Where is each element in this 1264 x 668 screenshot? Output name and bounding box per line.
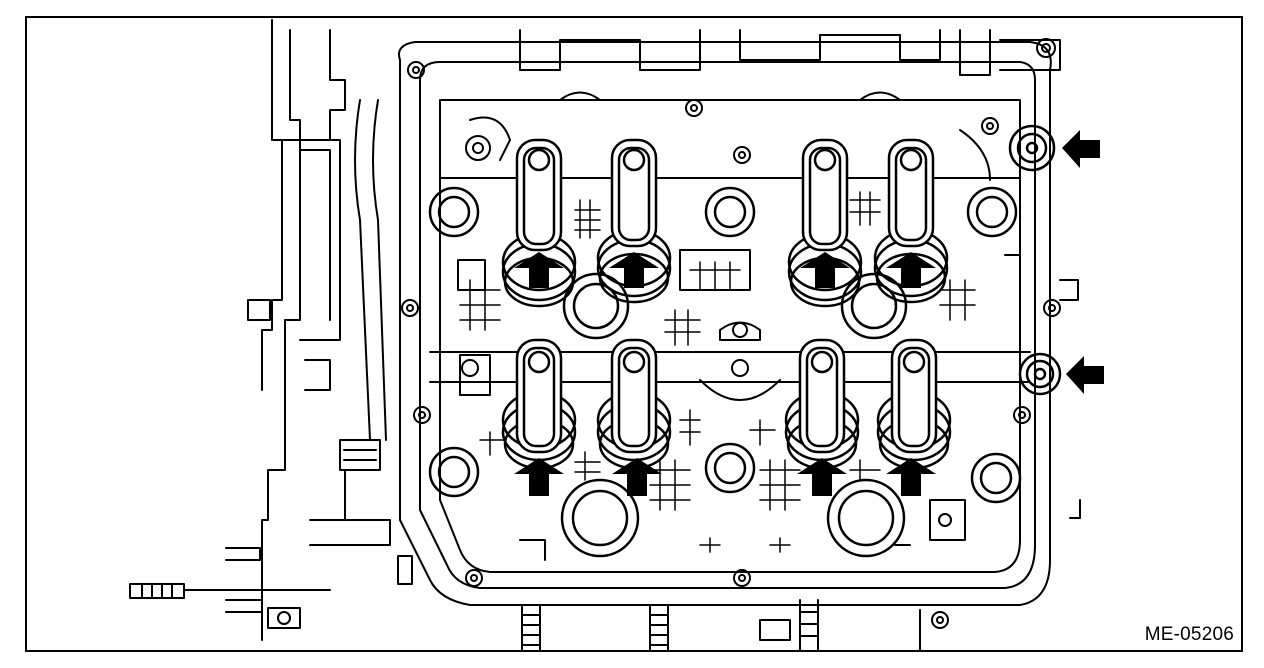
engine-block-outline (129, 19, 413, 641)
arrow-left-icon (1066, 356, 1104, 394)
casting-texture (459, 191, 976, 553)
arrow-up-icon (514, 458, 564, 496)
casting-contours (457, 91, 1021, 561)
arrow-up-icon (886, 252, 936, 288)
arrow-up-icon (886, 458, 936, 496)
figure-code-label: ME-05206 (1142, 624, 1236, 646)
flange-bolt-holes (401, 61, 1061, 629)
dowel-pins (1008, 124, 1062, 396)
figure-frame (25, 16, 1243, 652)
rocker-arm-upper-4 (873, 138, 949, 304)
arrow-up-icon (609, 252, 659, 288)
arrow-up-icon (612, 458, 662, 496)
rocker-arm-lower-3 (784, 338, 860, 470)
spark-plug-wells (560, 272, 908, 558)
arrow-left-icon (1062, 130, 1100, 168)
camshaft-housing-outline (519, 29, 1081, 519)
lower-rocker-arms (501, 338, 952, 470)
rocker-arm-lower-2 (596, 338, 672, 470)
upper-rocker-arms (501, 138, 949, 308)
rocker-arm-lower-4 (876, 338, 952, 470)
bottom-studs (521, 599, 921, 652)
rocker-arm-upper-1 (501, 138, 577, 308)
arrow-up-icon (514, 252, 564, 288)
cylinder-head-cover-flange (398, 41, 1052, 606)
cam-cap-bolts (428, 186, 1022, 504)
rocker-arm-upper-2 (596, 138, 672, 304)
arrow-up-icon (800, 252, 850, 288)
arrow-up-icon (797, 458, 847, 496)
rocker-arm-lower-1 (501, 338, 577, 470)
